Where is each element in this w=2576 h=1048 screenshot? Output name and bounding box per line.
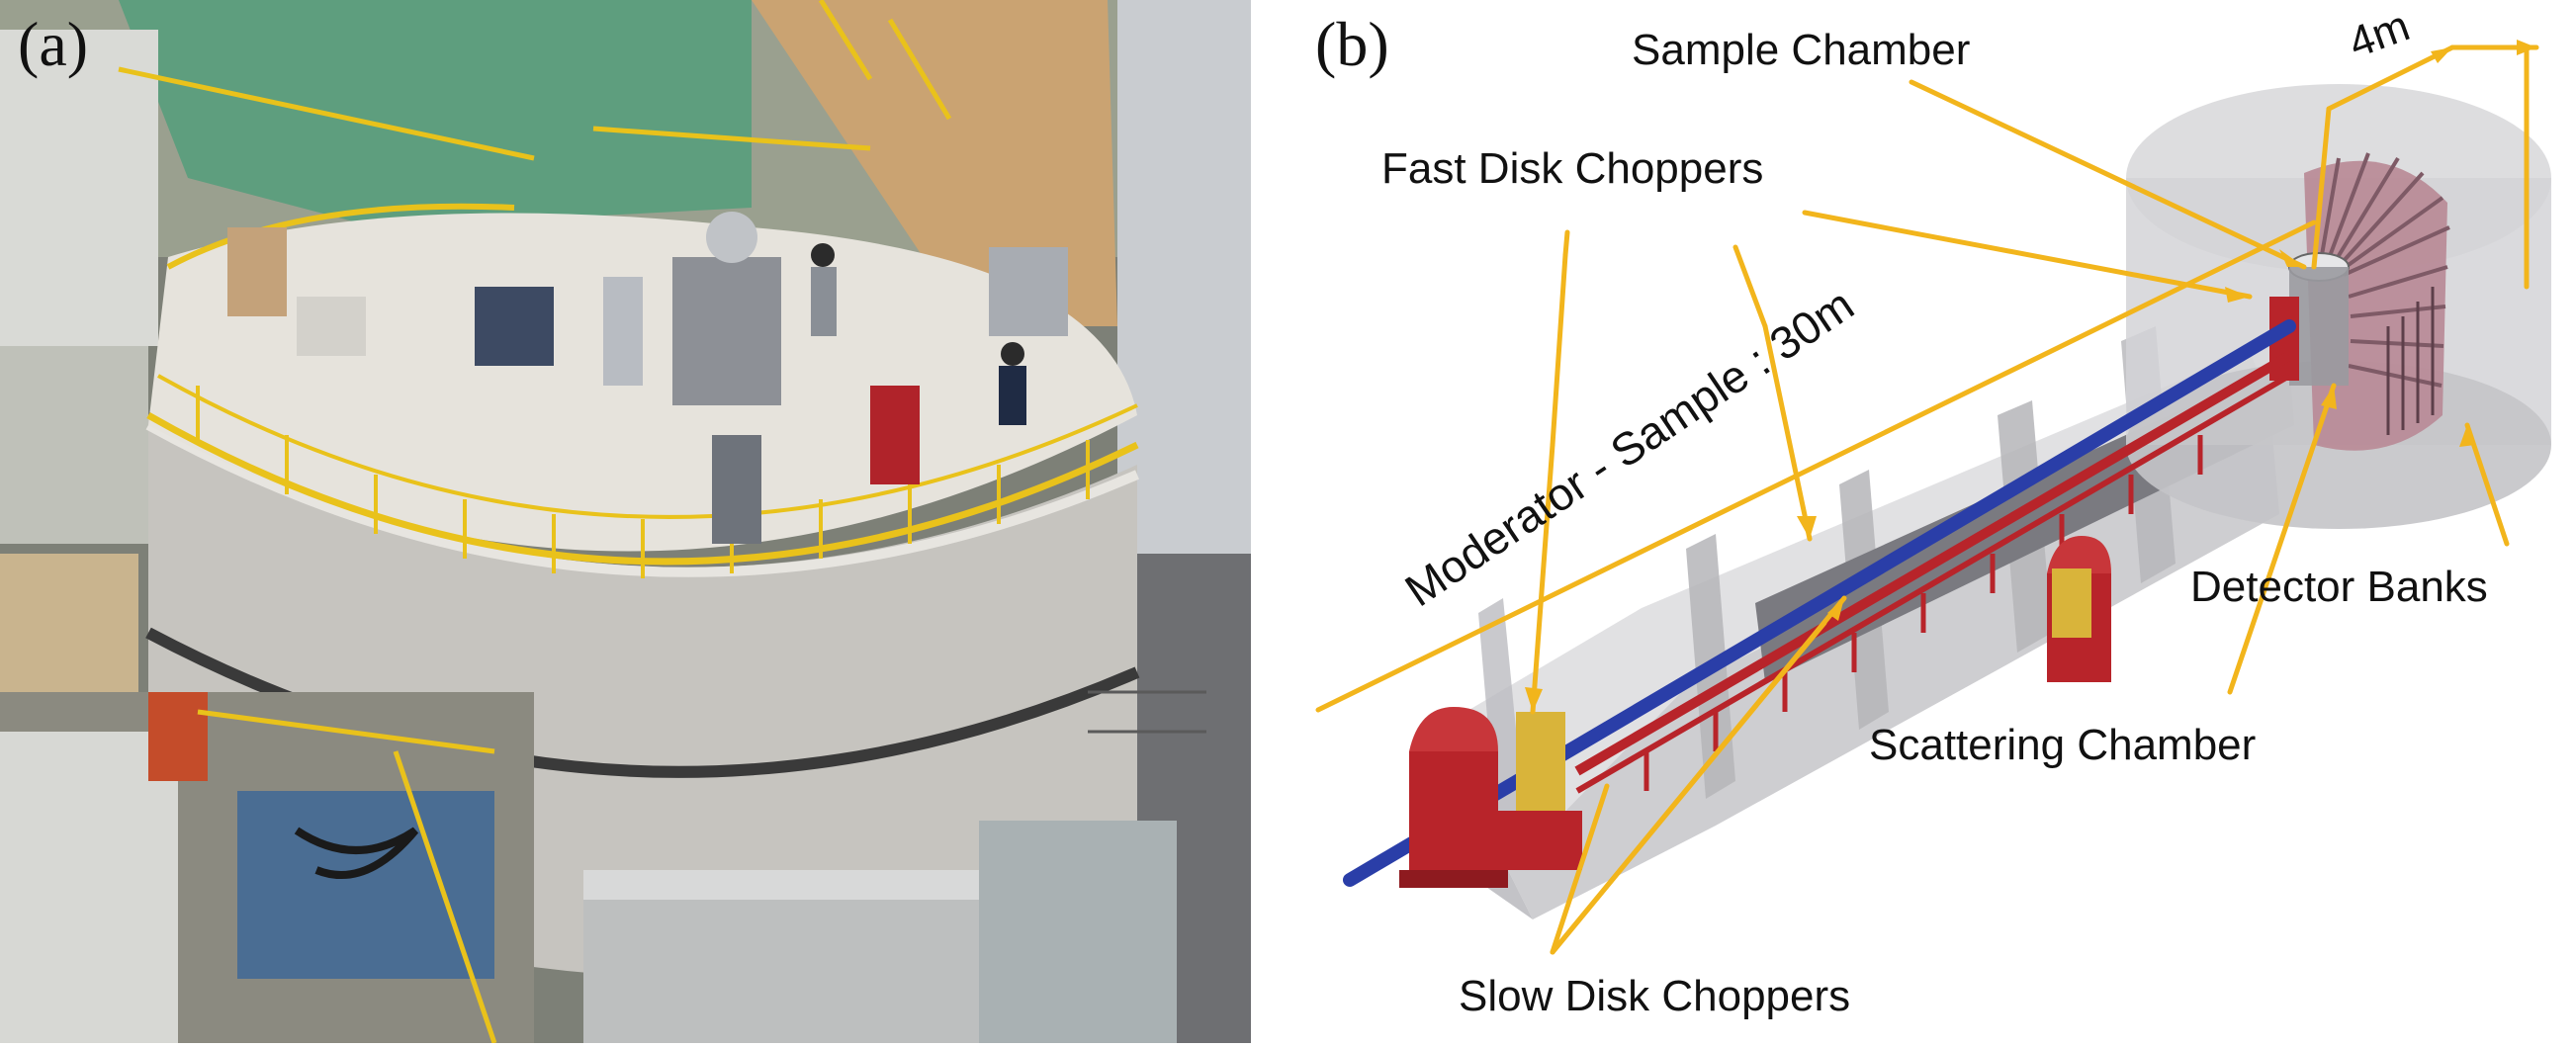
label-scattering-chamber: Scattering Chamber bbox=[1869, 721, 2256, 769]
label-4m: 4m bbox=[2343, 1, 2416, 67]
label-sample-chamber: Sample Chamber bbox=[1632, 26, 1970, 74]
schematic-drawing: Sample Chamber 4m Fast Disk Choppers Mod… bbox=[1315, 1, 2551, 1020]
annotation-lines bbox=[1315, 44, 2539, 955]
neutron-guide bbox=[1343, 319, 2296, 887]
detector-cylinder bbox=[2126, 84, 2551, 529]
panel-b-letter: (b) bbox=[1315, 9, 1389, 79]
slow-chopper-1 bbox=[1399, 707, 1508, 888]
facility-photo-drawing bbox=[0, 0, 1251, 1044]
label-slow-disk-choppers: Slow Disk Choppers bbox=[1459, 972, 1850, 1020]
annotation-arrowheads bbox=[1525, 40, 2536, 712]
slow-chopper-2 bbox=[1498, 712, 1582, 870]
fast-chopper-2 bbox=[2052, 568, 2091, 638]
panel-a-letter: (a) bbox=[18, 9, 89, 79]
label-fast-disk-choppers: Fast Disk Choppers bbox=[1381, 144, 1763, 193]
instrument-schematic: (b) bbox=[1251, 0, 2576, 1043]
facility-photo: (a) bbox=[0, 0, 1251, 1044]
label-detector-banks: Detector Banks bbox=[2190, 563, 2488, 611]
